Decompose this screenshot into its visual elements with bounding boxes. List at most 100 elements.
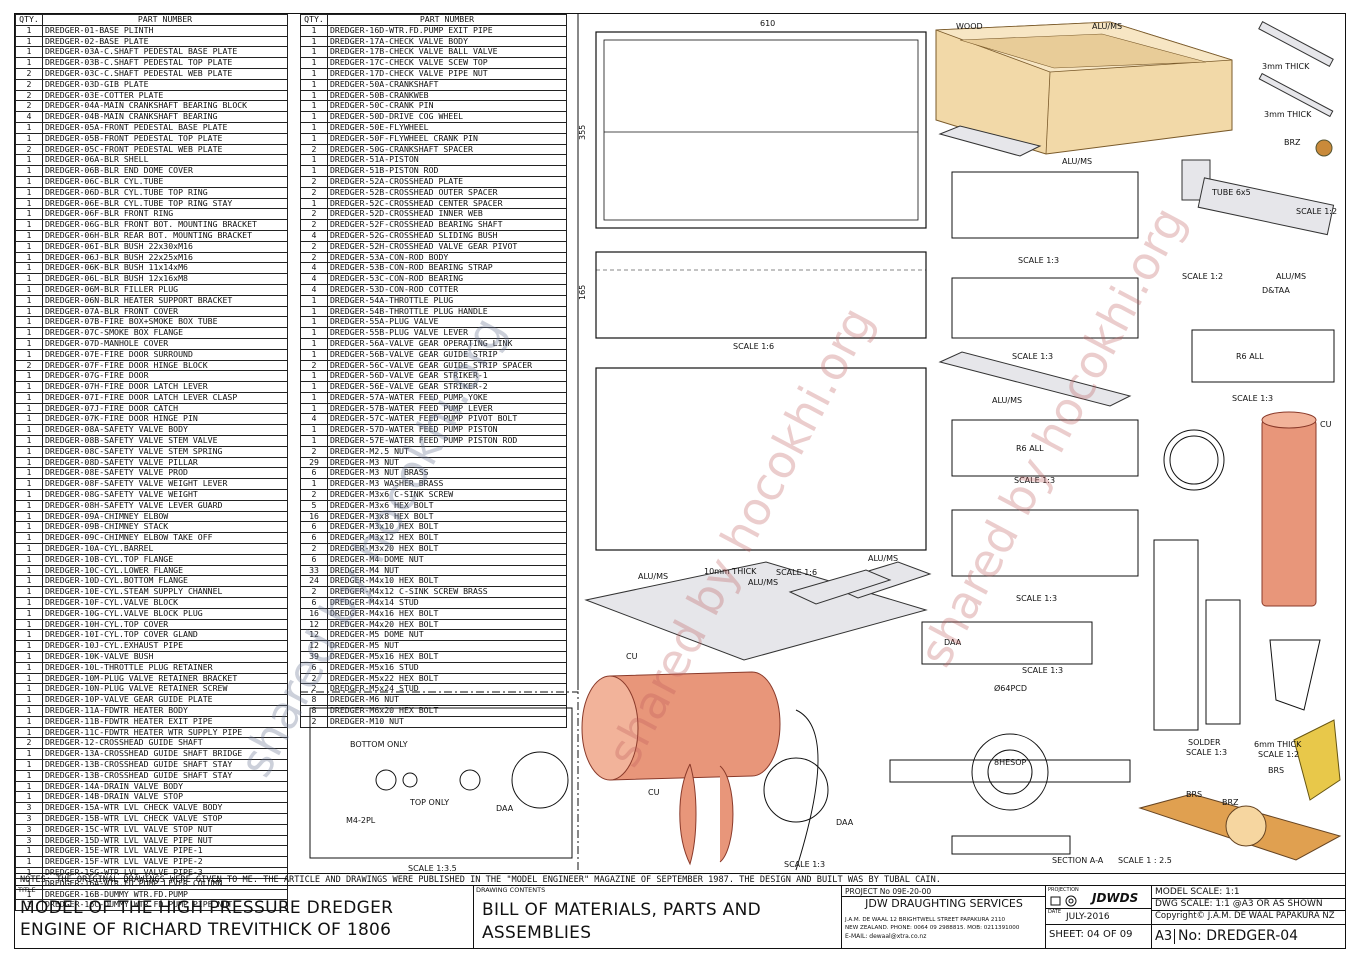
boiler-shell-3d — [581, 671, 781, 866]
model-scale: MODEL SCALE: 1:1 — [1155, 887, 1240, 897]
company-address-1: J.A.M. DE WAAL 12 BRIGHTWELL STREET PAPA… — [845, 917, 1006, 923]
material-label-brz: BRZ — [1284, 138, 1301, 147]
pedestal-plates — [938, 21, 1335, 407]
material-label-cu-3: CU — [648, 788, 660, 797]
scale-label-04a: SCALE 1:2 — [1182, 272, 1224, 281]
bom-part-cell: DREDGER-50F-FLYWHEEL CRANK PIN — [327, 132, 567, 145]
title-line-1: MODEL OF THE HIGH PRESSURE DREDGER — [20, 898, 394, 918]
pcd-label: Ø64PCD — [994, 684, 1028, 693]
scale-label-05b: SCALE 1:3 — [1022, 666, 1064, 675]
scale-label-03d: SCALE 1:2 — [1296, 207, 1338, 216]
bom-part-cell: DREDGER-52A-CROSSHEAD PLATE — [327, 175, 567, 188]
thickness-label-3mm-2: 3mm THICK — [1264, 110, 1312, 119]
dome-cover-drawing — [763, 709, 829, 871]
scale-label-06d: SCALE 1 : 2.5 — [1118, 856, 1172, 865]
company-logo: JDWDS — [1092, 891, 1139, 905]
svg-text:165: 165 — [578, 285, 587, 300]
contents-cell: DRAWING CONTENTS BILL OF MATERIALS, PART… — [474, 885, 842, 949]
material-label-brs-2: BRS — [1186, 790, 1203, 799]
title-cell: TITLE MODEL OF THE HIGH PRESSURE DREDGER… — [16, 885, 474, 949]
bom-part-cell: DREDGER-05C-FRONT PEDESTAL WEB PLATE — [42, 143, 288, 156]
svg-text:610: 610 — [760, 19, 775, 28]
material-label-alu-7: ALU/MS — [868, 554, 899, 563]
bottom-only-label: BOTTOM ONLY — [350, 740, 408, 749]
scale-label-plinth: SCALE 1:6 — [733, 342, 775, 351]
projection-label: PROJECTION — [1048, 887, 1079, 893]
scale-label-06e: SCALE 1:2 — [1258, 750, 1300, 759]
bom-part-cell: DREDGER-05A-FRONT PEDESTAL BASE PLATE — [42, 121, 288, 134]
projection-cell: PROJECTION JDWDS DATE JULY-2016 SHEET: 0… — [1046, 885, 1152, 949]
bom-part-cell: DREDGER-06G-BLR FRONT BOT. MOUNTING BRAC… — [42, 219, 288, 231]
cyl-tube-drawings — [1153, 411, 1341, 801]
section-label: SECTION A-A — [1052, 856, 1104, 865]
material-label-brs: BRS — [1268, 766, 1285, 775]
scale-label-03b: SCALE 1:3 — [1012, 352, 1054, 361]
bom-part-cell: DREDGER-50E-FLYWHEEL — [327, 121, 567, 134]
plinth-side-view: 165 — [578, 251, 927, 339]
scale-cell: MODEL SCALE: 1:1 DWG SCALE: 1:1 @A3 OR A… — [1152, 885, 1346, 949]
bom-part-cell: DREDGER-06E-BLR CYL.TUBE TOP RING STAY — [42, 197, 288, 210]
notes-line: NOTES: THE ORIGINAL DRAWINGS WERE GIVEN … — [16, 873, 1346, 885]
thickness-label-3mm: 3mm THICK — [1262, 62, 1310, 71]
bom-part-cell: DREDGER-05B-FRONT PEDESTAL TOP PLATE — [42, 132, 288, 145]
top-only-label: TOP ONLY — [410, 798, 450, 807]
boiler-end-drawing — [309, 707, 573, 859]
copyright: Copyright© J.A.M. DE WAAL PAPAKURA NZ — [1155, 911, 1335, 921]
scale-label-03c: SCALE 1:3 — [1014, 476, 1056, 485]
flange-drawings — [889, 733, 1342, 861]
drawing-date: JULY-2016 — [1066, 912, 1110, 922]
projection-symbol-icon — [1050, 893, 1078, 912]
bom-part-cell: DREDGER-M10 NUT — [327, 715, 567, 728]
scale-label-05c: SCALE 1:3 — [1232, 394, 1274, 403]
scale-label-03a: SCALE 1:3 — [1018, 256, 1060, 265]
company-name: JDW DRAUGHTING SERVICES — [842, 896, 1046, 910]
contents-line-1: BILL OF MATERIALS, PARTS AND — [482, 900, 761, 920]
material-label-daa-2: DAA — [496, 804, 514, 813]
drawing-sheet-border — [14, 13, 1346, 949]
company-cell: PROJECT No 09E-20-00 JDW DRAUGHTING SERV… — [842, 885, 1046, 949]
material-label-brz-2: BRZ — [1222, 798, 1239, 807]
thickness-label-6mm: 6mm THICK — [1254, 740, 1302, 749]
plinth-plan-view: 610 355 — [578, 19, 927, 229]
thickness-label-10mm: 10mm THICK — [704, 567, 757, 576]
material-label-alu-6: ALU/MS — [748, 578, 779, 587]
material-label-wood: WOOD — [956, 22, 983, 31]
date-label: DATE — [1048, 909, 1062, 915]
plinth-3d — [935, 21, 1233, 155]
drawing-number: No: DREDGER-04 — [1178, 928, 1299, 944]
scale-label-02: SCALE 1:6 — [776, 568, 818, 577]
bom-part-cell: DREDGER-16C-DUMMY WTR.FD.PUMP PIPE NUT — [42, 899, 288, 912]
material-label-alu-3: ALU/MS — [1276, 272, 1307, 281]
material-label-cu-2: CU — [626, 652, 638, 661]
bom-part-cell: DREDGER-06H-BLR REAR BOT. MOUNTING BRACK… — [42, 229, 288, 242]
material-label-daa: DAA — [944, 638, 962, 647]
material-label-alu: ALU/MS — [1092, 22, 1123, 31]
tube-label: TUBE 6x5 — [1212, 188, 1251, 197]
scale-label-05a: SCALE 1:3 — [1016, 594, 1058, 603]
radius-label: R6 ALL — [1236, 352, 1264, 361]
bom-part-cell: DREDGER-52C-CROSSHEAD CENTER SPACER — [327, 197, 567, 210]
bom-part-cell: DREDGER-50G-CRANKSHAFT SPACER — [327, 143, 567, 156]
